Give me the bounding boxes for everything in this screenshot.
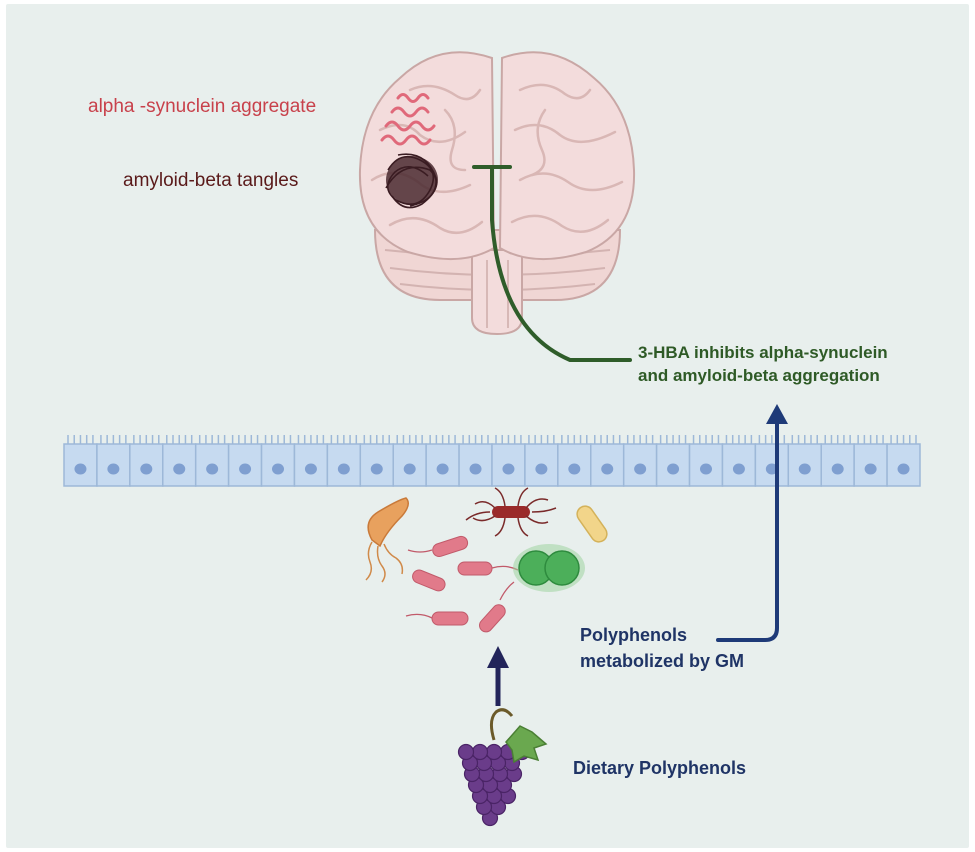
- cell-nucleus: [732, 463, 745, 475]
- dietary-arrowhead: [487, 646, 509, 668]
- cell-nucleus: [107, 463, 120, 475]
- inhibition-connector: [472, 165, 632, 362]
- cell-nucleus: [370, 463, 383, 475]
- cell-nucleus: [173, 463, 186, 475]
- flagellated-bacterium: [465, 487, 557, 537]
- cell-nucleus: [140, 463, 153, 475]
- grape: [485, 743, 503, 761]
- cell-nucleus: [601, 463, 614, 475]
- cell-nucleus: [667, 463, 680, 475]
- cell-nucleus: [798, 463, 811, 475]
- amyloid-beta-label: amyloid-beta tangles: [123, 170, 299, 191]
- gut-microbiota: [365, 487, 608, 633]
- dietary-polyphenols-label: Dietary Polyphenols: [573, 758, 747, 778]
- grape: [471, 743, 489, 761]
- cell-nucleus: [272, 463, 284, 475]
- right-hemisphere: [498, 51, 636, 261]
- green-diplococcus: [513, 544, 585, 592]
- helical-bacterium: [365, 497, 409, 583]
- hba-label-line1: 3-HBA inhibits alpha-synuclein: [638, 343, 888, 362]
- yellow-rod-bacterium: [576, 505, 608, 543]
- cell-nucleus: [206, 463, 219, 475]
- gm-metabolism-arrow: [716, 420, 779, 642]
- cell-nucleus: [765, 463, 778, 475]
- cell-nucleus: [897, 463, 910, 475]
- cell-nucleus: [535, 463, 548, 475]
- polyphenols-label-line1: Polyphenols: [580, 625, 688, 645]
- alpha-synuclein-aggregate: [380, 93, 436, 146]
- alpha-synuclein-label: alpha -synuclein aggregate: [88, 96, 317, 117]
- cell-nucleus: [403, 463, 416, 475]
- intestinal-epithelium: [63, 435, 921, 487]
- hba-label-line2: and amyloid-beta aggregation: [638, 366, 880, 385]
- cell-nucleus: [700, 463, 712, 475]
- cell-nucleus: [864, 463, 877, 475]
- polyphenols-metabolized-label: Polyphenols metabolized by GM: [580, 622, 744, 674]
- cell-nucleus: [502, 463, 515, 475]
- cell-nucleus: [74, 463, 87, 475]
- grape-cluster: [457, 708, 548, 827]
- cell-nucleus: [469, 463, 482, 475]
- pink-rod-bacteria: [412, 535, 506, 633]
- cell-nucleus: [337, 463, 350, 475]
- gm-arrowhead: [766, 404, 788, 424]
- grape: [457, 743, 475, 761]
- brain-illustration: [358, 51, 636, 336]
- cell-nucleus: [831, 463, 844, 475]
- cell-nucleus: [634, 463, 647, 475]
- polyphenols-label-line2: metabolized by GM: [580, 651, 745, 671]
- left-hemisphere: [358, 51, 496, 261]
- cell-nucleus: [239, 463, 252, 475]
- hba-inhibition-label: 3-HBA inhibits alpha-synuclein and amylo…: [638, 341, 888, 387]
- cell-nucleus: [304, 463, 317, 475]
- amyloid-beta-tangle: [385, 153, 438, 209]
- cell-nucleus: [568, 463, 581, 475]
- cell-nucleus: [436, 463, 449, 475]
- grape-leaf: [505, 725, 548, 764]
